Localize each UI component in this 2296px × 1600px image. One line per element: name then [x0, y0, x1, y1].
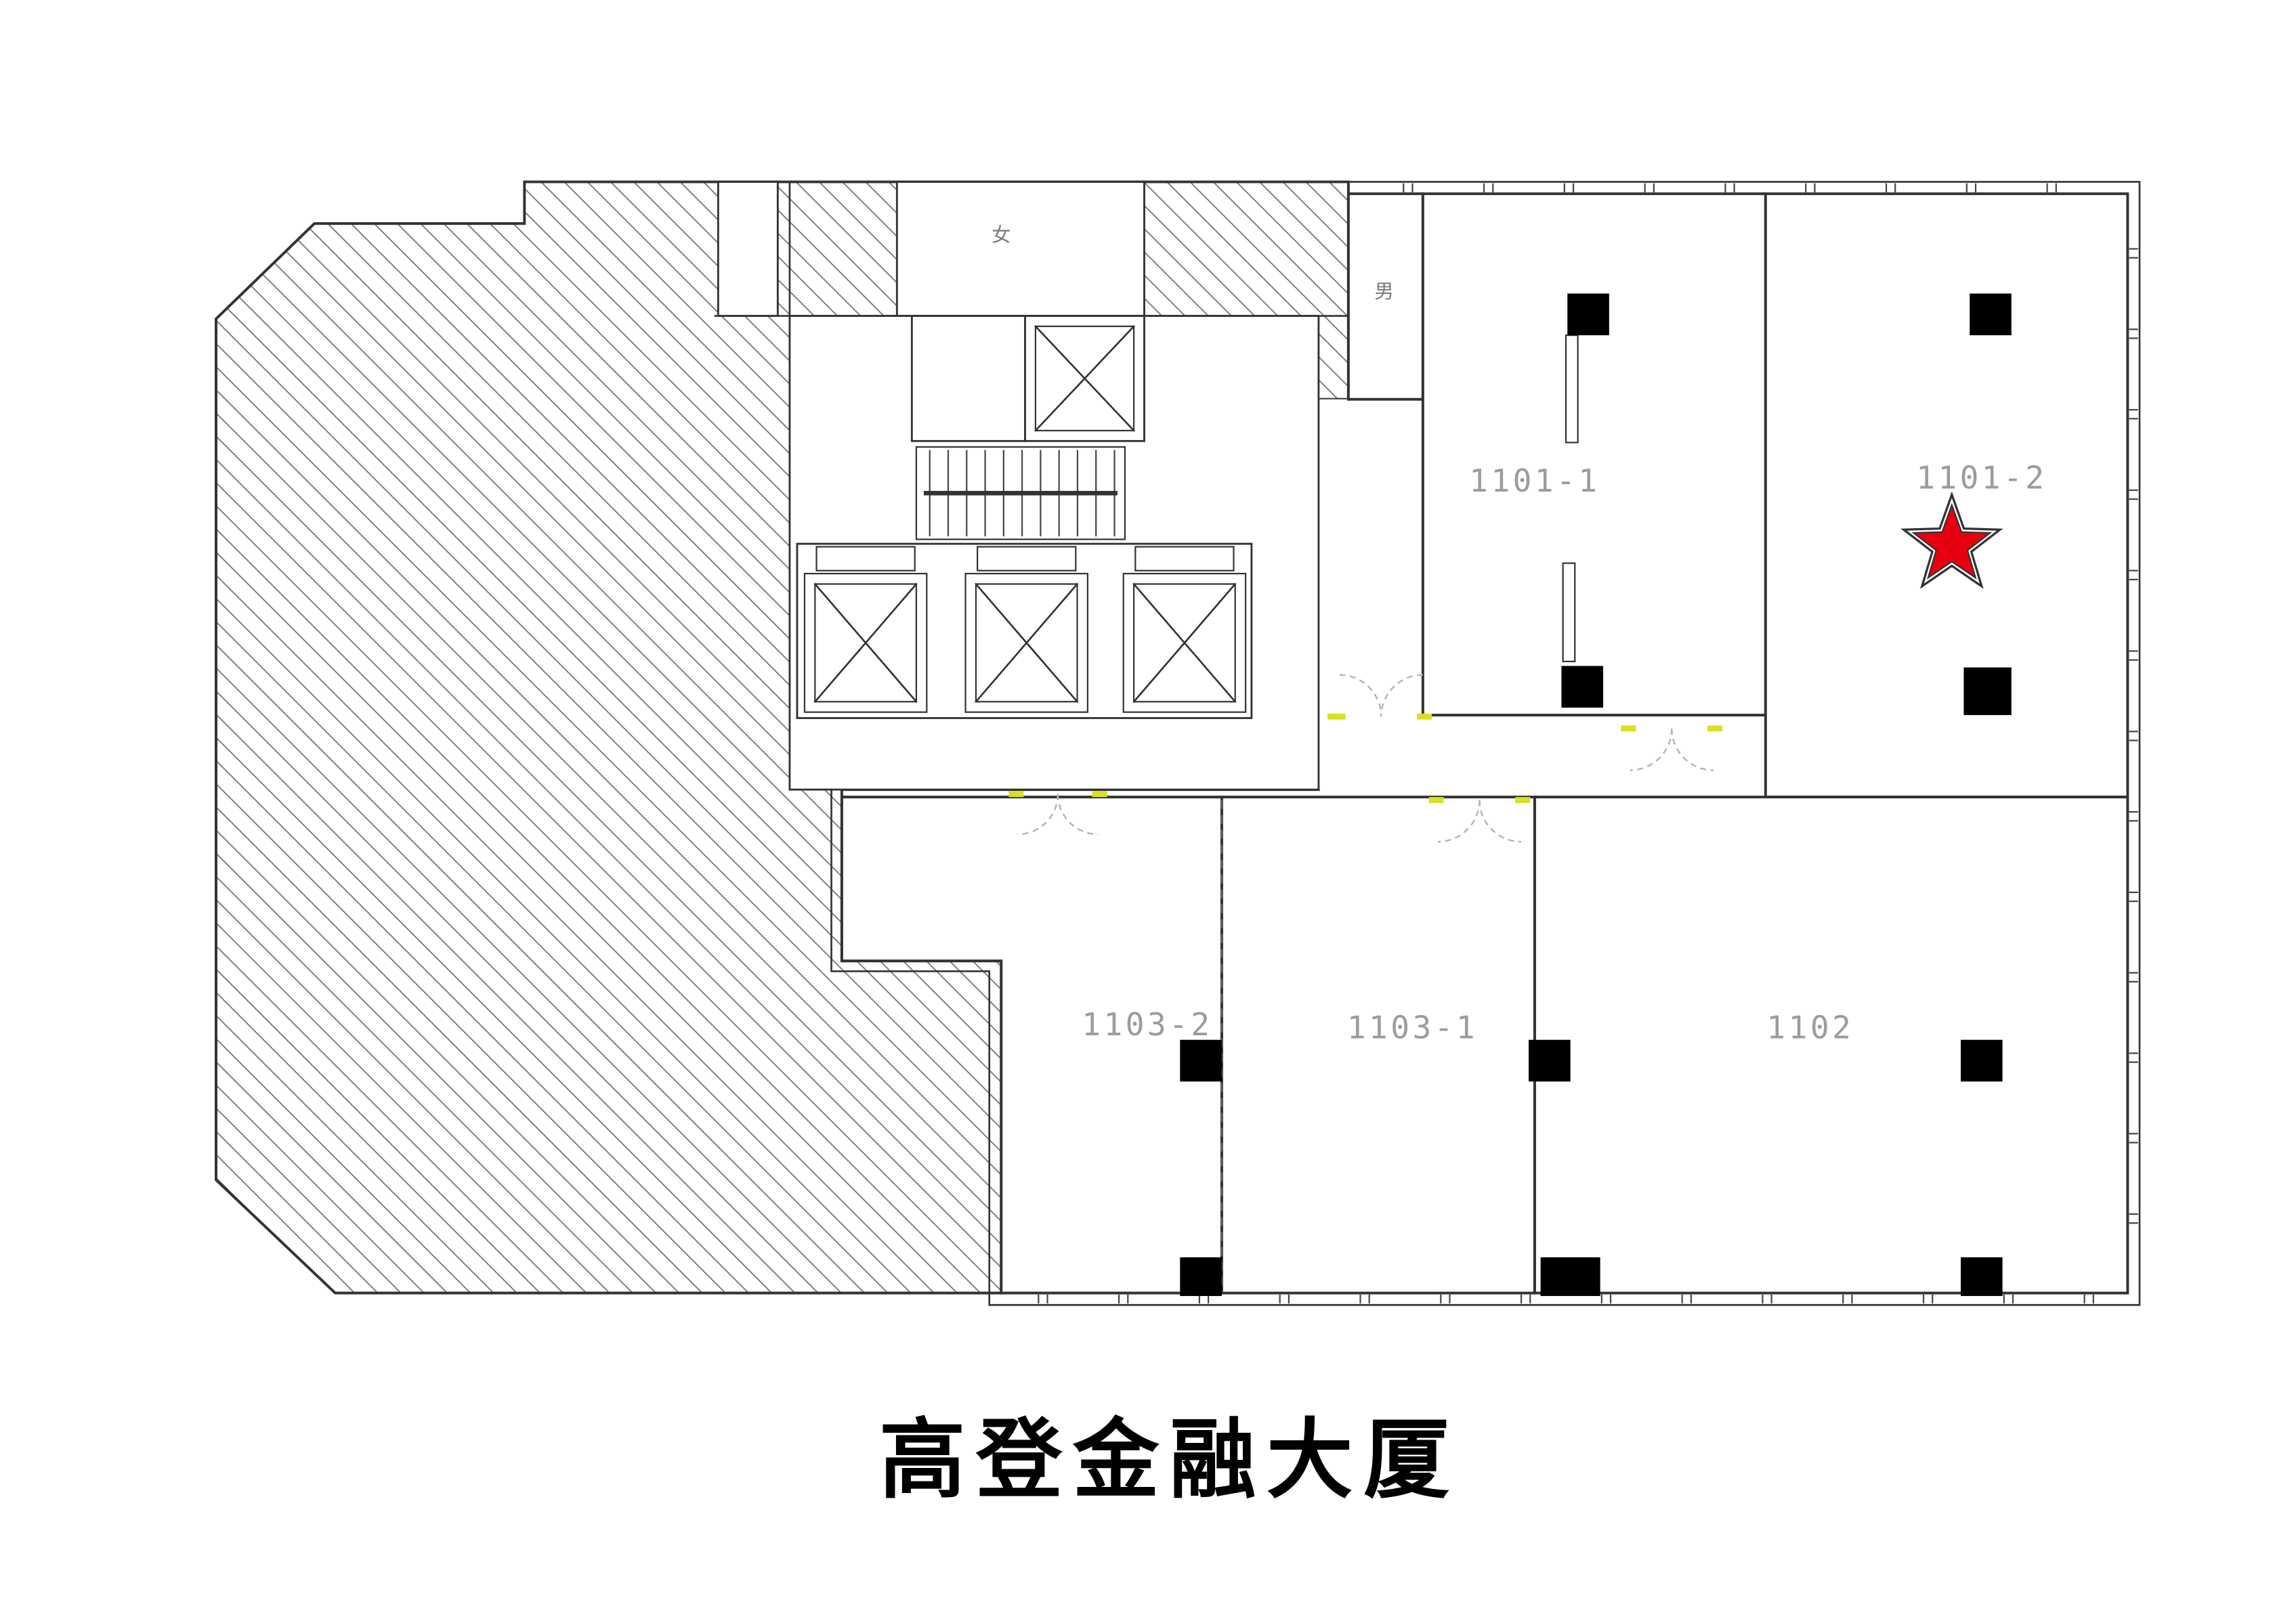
- wall-stub-lower: [1562, 562, 1576, 663]
- room-label-1101-2: 1101-2: [1916, 460, 2047, 496]
- door-lobby: [1327, 674, 1432, 720]
- column: [1180, 1257, 1222, 1297]
- column: [1961, 1257, 2003, 1297]
- elevator-door-slot-2: [977, 546, 1077, 571]
- service-shaft: [910, 315, 1026, 442]
- column: [1961, 1039, 2003, 1082]
- column: [1540, 1257, 1600, 1297]
- room-small-service: [1346, 192, 1424, 401]
- column: [1567, 293, 1609, 336]
- exterior-wall-outer: [830, 181, 2141, 1306]
- elevator-door-slot-3: [1134, 546, 1235, 571]
- room-1102: [1533, 796, 2129, 1295]
- elevator-3: [1122, 573, 1247, 713]
- star-marker: [1900, 491, 2003, 589]
- restroom-female-label: 女: [992, 223, 1011, 246]
- window-ticks-right: [2129, 248, 2138, 1224]
- star-icon: [1911, 502, 1993, 580]
- room-label-1102: 1102: [1766, 1009, 1854, 1045]
- column: [1529, 1039, 1571, 1082]
- room-1103-2: [840, 796, 1223, 1295]
- room-label-1103-2: 1103-2: [1082, 1006, 1212, 1043]
- column: [1970, 293, 2012, 336]
- wall-stub-upper: [1565, 334, 1579, 444]
- door-1103-2: [1008, 791, 1107, 836]
- room-label-1101-1: 1101-1: [1469, 462, 1600, 499]
- vent-shaft-cross-icon: [1034, 325, 1135, 432]
- room-1103-1: [1220, 796, 1536, 1295]
- column: [1561, 666, 1604, 708]
- column: [1963, 667, 2012, 716]
- column: [1180, 1039, 1222, 1082]
- building-title: 高登金融大厦: [879, 1410, 1460, 1511]
- room-label-1103-1: 1103-1: [1347, 1009, 1478, 1045]
- room-1101-1: [1421, 192, 1767, 717]
- elevator-2: [964, 573, 1089, 713]
- window-ticks-top: [1403, 183, 2057, 192]
- door-corridor-east: [1621, 725, 1723, 771]
- service-shaft-room: [717, 181, 779, 317]
- restroom-female: [895, 181, 1145, 317]
- columns: [1180, 293, 2012, 1297]
- restroom-male-label: 男: [1374, 280, 1394, 303]
- door-1103-1: [1428, 797, 1531, 843]
- elevator-lobby: [1318, 399, 1423, 790]
- elevator-1: [803, 573, 928, 713]
- elevator-door-slot-1: [815, 546, 916, 571]
